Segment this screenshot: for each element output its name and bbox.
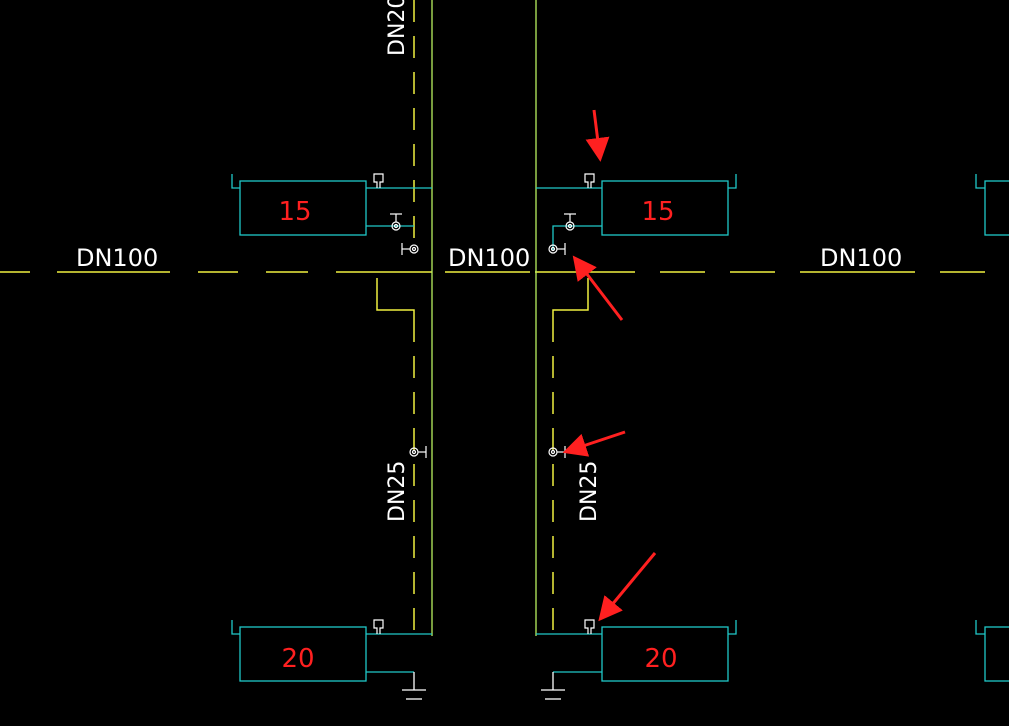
return-risers-dashed [413,0,554,640]
radiator-upper-right: 15 [601,174,737,236]
annotation-arrow-icon [572,255,624,321]
ground-icon [402,672,565,700]
valve-icon [390,213,576,458]
supply-risers [431,0,537,636]
pipe-label-dn100-left: DN100 [76,244,158,272]
annotation-arrow-icon [585,109,610,162]
radiator-edge-lower [975,620,1009,682]
pipe-label-dn25-right: DN25 [577,461,602,522]
annotation-arrow-icon [598,552,657,622]
pipe-label-dn100-right: DN100 [820,244,902,272]
pipe-label-dn25-left: DN25 [385,461,410,522]
air-vent-icon [373,173,595,634]
pipe-label-dn100-center: DN100 [448,244,530,272]
radiator-number: 15 [641,197,674,227]
radiator-lower-right: 20 [601,620,737,682]
radiator-number: 20 [281,644,314,674]
annotation-arrow-icon [562,430,626,457]
riser-offsets [376,278,589,320]
annotation-arrows [562,109,657,622]
radiator-upper-left: 15 [231,174,367,236]
radiator-edge-upper [975,174,1009,236]
radiator-lower-left: 20 [231,620,367,682]
radiator-number: 20 [644,644,677,674]
radiator-number: 15 [278,197,311,227]
pipe-label-dn20: DN20 [385,0,410,56]
